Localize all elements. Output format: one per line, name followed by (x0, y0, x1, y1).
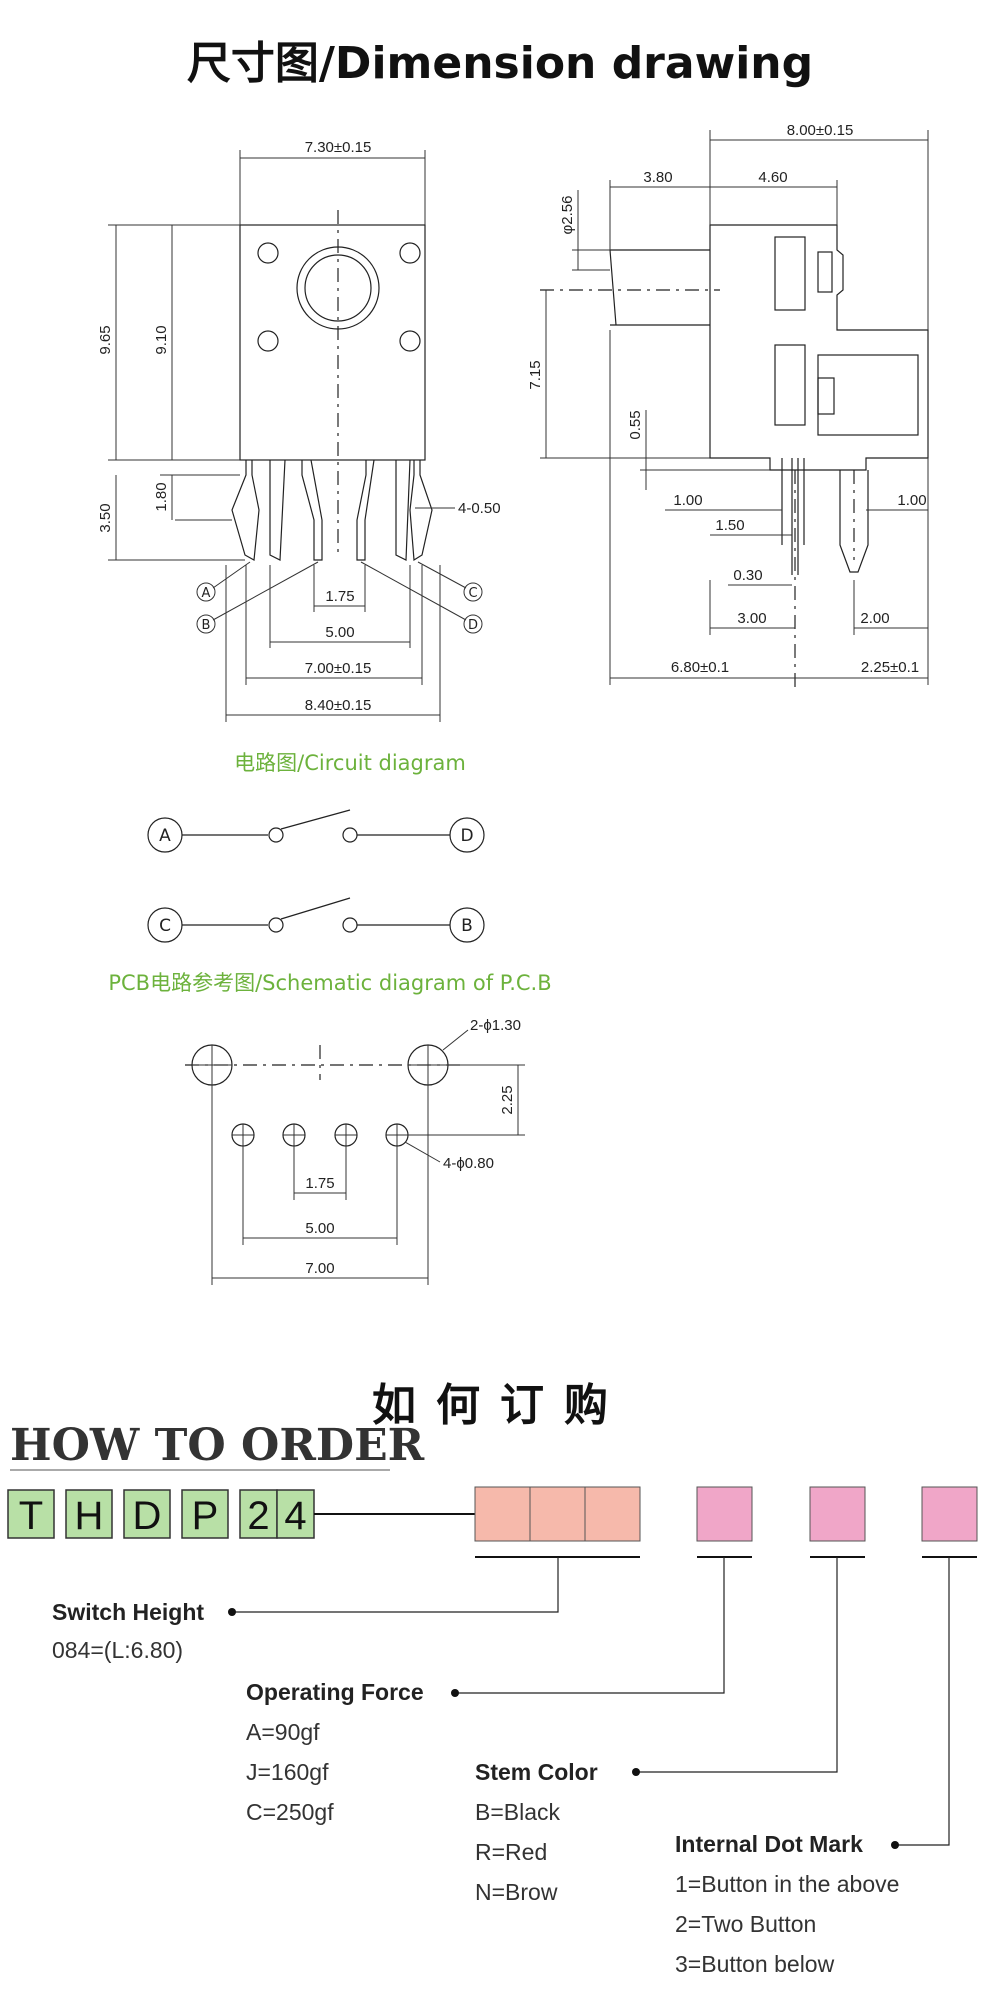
circuit-node-d: D (460, 826, 473, 846)
dim-side-300: 3.00 (737, 610, 766, 627)
slot-force (696, 1486, 753, 1542)
code-letter: T (19, 1494, 43, 1538)
dim-front-pitch7: 7.00±0.15 (305, 660, 372, 677)
code-letter: H (75, 1494, 104, 1538)
option-item: 1=Button in the above (675, 1871, 899, 1897)
dim-side-200: 2.00 (860, 610, 889, 627)
dim-side-left1: 1.00 (673, 492, 702, 509)
option-item: 2=Two Button (675, 1911, 816, 1937)
slot-height-3 (584, 1486, 641, 1542)
code-box (65, 1489, 113, 1539)
dim-front-h-outer: 9.65 (97, 325, 114, 354)
dim-front-width: 7.30±0.15 (305, 139, 372, 156)
circuit-diagram: A D C B (147, 809, 485, 943)
dim-side-right: 4.60 (758, 169, 787, 186)
field-internal-dot-mark: Internal Dot Mark (675, 1831, 863, 1857)
dim-pcb-pitch-inner: 1.75 (305, 1175, 334, 1192)
dim-side-right1: 1.00 (897, 492, 926, 509)
slot-height-1 (474, 1486, 531, 1542)
mount-hole (399, 330, 421, 352)
dim-pcb-big-holes: 2-ϕ1.30 (470, 1017, 521, 1034)
field-operating-force: Operating Force (246, 1679, 424, 1705)
dim-front-pitch5: 5.00 (325, 624, 354, 641)
pin-label-c: C (468, 586, 477, 601)
dim-pcb-small-holes: 4-ϕ0.80 (443, 1155, 494, 1172)
dim-side-width: 8.00±0.15 (787, 122, 854, 139)
code-box (181, 1489, 229, 1539)
option-item: 084=(L:6.80) (52, 1637, 183, 1663)
order-title-en: HOW TO ORDER (10, 1420, 425, 1471)
page-title: 尺寸图/Dimension drawing (187, 38, 813, 89)
pcb-title: PCB电路参考图/Schematic diagram of P.C.B (108, 971, 551, 995)
dim-front-leg: 3.50 (97, 503, 114, 532)
code-box (239, 1489, 278, 1539)
dim-side-stem-height: 7.15 (527, 360, 544, 389)
code-letter: P (192, 1494, 219, 1538)
slot-height-2 (529, 1486, 586, 1542)
dim-pcb-height: 2.25 (499, 1085, 516, 1114)
field-switch-height: Switch Height (52, 1599, 204, 1625)
order-title-cn: 如何订购 (372, 1380, 628, 1431)
code-box (123, 1489, 171, 1539)
option-item: B=Black (475, 1799, 561, 1825)
side-pin (839, 470, 869, 573)
switch-contact (280, 809, 351, 830)
dim-side-030: 0.30 (733, 567, 762, 584)
option-item: C=250gf (246, 1799, 334, 1825)
side-stem (609, 249, 710, 326)
leg-c-outer (395, 459, 411, 561)
field-stem-color: Stem Color (475, 1759, 598, 1785)
switch-contact (280, 897, 351, 920)
circuit-title: 电路图/Circuit diagram (234, 751, 466, 775)
stem-inner (304, 254, 372, 322)
code-box (7, 1489, 55, 1539)
option-item: 3=Button below (675, 1951, 835, 1977)
slot-stem-color (809, 1486, 866, 1542)
code-letter: 4 (284, 1494, 306, 1538)
circuit-node-c: C (159, 916, 171, 936)
code-letter: 2 (247, 1494, 269, 1538)
front-view: 7.30±0.15 9.65 9.10 3.50 1.80 4-0.50 A B… (97, 139, 501, 722)
dim-side-stem-dia: φ2.56 (559, 196, 576, 235)
dim-front-pitch-inner: 1.75 (325, 588, 354, 605)
slot-dot-mark (921, 1486, 978, 1542)
pin-label-b: B (202, 618, 211, 633)
option-item: J=160gf (246, 1759, 329, 1785)
dim-front-bend: 1.80 (153, 482, 170, 511)
leg-b (301, 459, 323, 561)
dim-side-base-gap: 0.55 (627, 410, 644, 439)
dim-front-h-inner: 9.10 (153, 325, 170, 354)
option-item: R=Red (475, 1839, 547, 1865)
front-body (239, 224, 426, 461)
dim-pcb-pitch5: 5.00 (305, 1220, 334, 1237)
mount-hole (257, 330, 279, 352)
dim-side-left: 3.80 (643, 169, 672, 186)
mount-hole (257, 242, 279, 264)
dim-side-total-left: 6.80±0.1 (671, 659, 729, 676)
leg-d (409, 460, 433, 562)
circuit-node-a: A (159, 826, 171, 846)
dim-side-150: 1.50 (715, 517, 744, 534)
side-body (709, 224, 929, 471)
dim-pcb-pitch7: 7.00 (305, 1260, 334, 1277)
code-letter: D (133, 1494, 162, 1538)
side-view: 8.00±0.15 3.80 4.60 φ2.56 7.15 0.55 1.00… (527, 122, 929, 690)
pin-label-d: D (468, 618, 478, 633)
mount-hole (399, 242, 421, 264)
code-box (276, 1489, 315, 1539)
pcb-diagram: 2-ϕ1.30 4-ϕ0.80 2.25 1.75 5.00 7.00 (185, 1017, 525, 1285)
option-item: N=Brow (475, 1879, 558, 1905)
leg-a (231, 460, 260, 561)
leg-c (356, 459, 375, 561)
option-item: A=90gf (246, 1719, 320, 1745)
dim-front-pinwidth: 4-0.50 (458, 500, 501, 517)
dim-side-total-right: 2.25±0.1 (861, 659, 919, 676)
dim-front-width-bottom: 8.40±0.15 (305, 697, 372, 714)
circuit-node-b: B (461, 916, 473, 936)
pin-label-a: A (202, 586, 211, 601)
leg-b-outer (269, 459, 286, 561)
